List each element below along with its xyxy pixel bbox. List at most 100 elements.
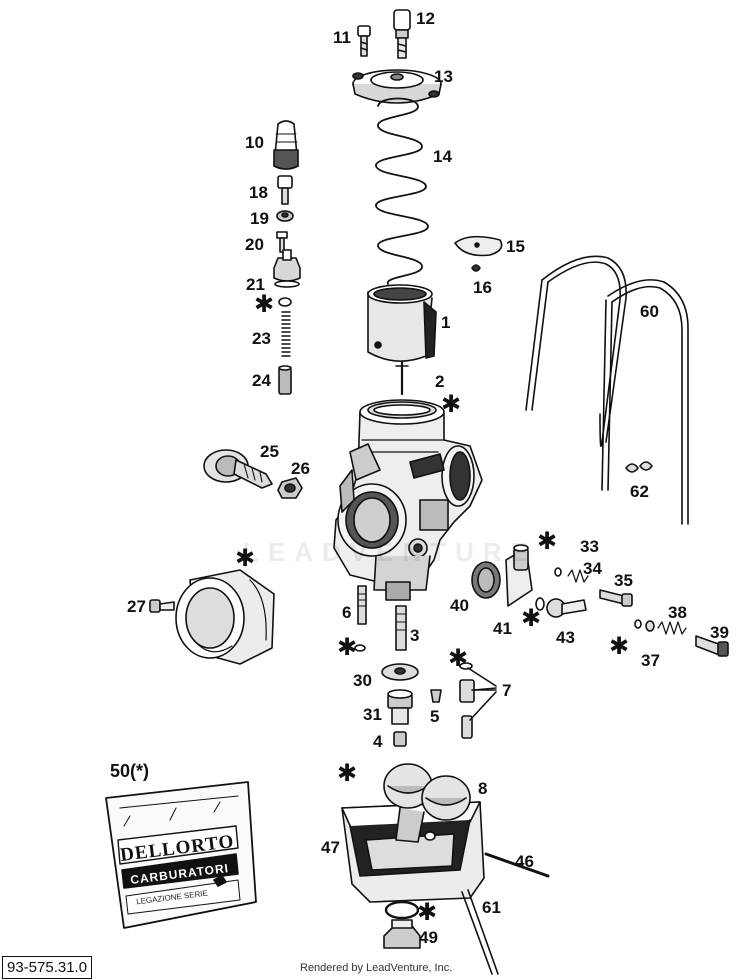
- part-label: 62: [630, 482, 649, 501]
- asterisk-marker: ✱: [235, 544, 256, 572]
- part-31-jet-holder: [387, 689, 413, 725]
- part-label: 30: [353, 671, 372, 690]
- part-label: 11: [333, 28, 351, 47]
- part-12-cable-adjuster: [393, 9, 411, 59]
- part-label: 37: [641, 651, 660, 670]
- part-1-throttle-slide: [367, 284, 437, 362]
- part-label: 10: [245, 133, 264, 152]
- part-16-clip: [471, 264, 481, 272]
- part-label: 13: [434, 67, 453, 86]
- part-15-needle-plate: [454, 235, 503, 257]
- asterisk-marker: ✱: [337, 759, 358, 787]
- part-61-drain-tube: [461, 889, 499, 975]
- part-37-washer: [645, 620, 655, 632]
- part-label: 4: [373, 732, 383, 751]
- part-49-o-ring: [384, 900, 420, 920]
- part-10-rubber-cap: [273, 120, 299, 170]
- part-label: 15: [506, 237, 525, 256]
- part-11-screw: [357, 25, 371, 57]
- part-35-screw: [599, 589, 633, 607]
- part-label: 49: [419, 928, 438, 947]
- part-5-pilot-jet: [430, 689, 442, 703]
- part-6-jet: [357, 585, 367, 625]
- part-39-screw: [695, 635, 729, 657]
- part-label: 16: [473, 278, 492, 297]
- part-27-screw: [149, 599, 175, 613]
- part-label: 39: [710, 623, 729, 642]
- part-43-screw: [546, 598, 587, 618]
- part-label: 34: [583, 559, 602, 578]
- part-label: 31: [363, 705, 382, 724]
- part-label: 8: [478, 779, 488, 798]
- part-label: 35: [614, 571, 633, 590]
- part-62-hose-clips: [625, 461, 653, 473]
- part-38-spring: [657, 621, 687, 635]
- part-label: 47: [321, 838, 340, 857]
- part-label: 61: [482, 898, 501, 917]
- part-label: 1: [441, 313, 451, 332]
- bag-label: 50(*): [110, 761, 150, 781]
- part-19-nut: [276, 210, 294, 222]
- part-label: 19: [250, 209, 269, 228]
- part-label: 25: [260, 442, 279, 461]
- part-46-float-pin: [484, 852, 550, 878]
- asterisk-marker: ✱: [448, 644, 469, 672]
- part-20-small-screw: [276, 231, 288, 253]
- part-label: 26: [291, 459, 310, 478]
- part-label: 40: [450, 596, 469, 615]
- part-air-intake-bell: [175, 569, 275, 665]
- part-33-o-ring: [554, 567, 562, 577]
- part-label: 18: [249, 183, 268, 202]
- part-50-gasket-bag: [105, 781, 257, 929]
- part-23-spring: [281, 311, 291, 357]
- part-37-o-ring: [634, 619, 642, 629]
- part-label: 6: [342, 603, 352, 622]
- part-carburetor-body: [333, 399, 483, 601]
- part-label: 46: [515, 852, 534, 871]
- part-13-top-cap: [352, 69, 442, 104]
- part-label: 7: [502, 681, 512, 700]
- part-label: 12: [416, 9, 435, 28]
- part-24-plunger: [278, 365, 292, 395]
- part-label: 60: [640, 302, 659, 321]
- part-label: 27: [127, 597, 146, 616]
- part-34-spring: [567, 569, 589, 583]
- part-30-washer: [381, 663, 419, 681]
- asterisk-marker: ✱: [254, 290, 275, 318]
- part-label: 43: [556, 628, 575, 647]
- part-label: 41: [493, 619, 512, 638]
- part-40-diaphragm: [471, 561, 501, 599]
- part-label: 23: [252, 329, 271, 348]
- watermark: LEADVENTURE: [243, 537, 538, 567]
- part-7-fittings: [459, 662, 497, 739]
- part-label: 38: [668, 603, 687, 622]
- asterisk-marker: ✱: [337, 633, 358, 661]
- part-o-ring-6: [354, 644, 366, 652]
- part-label: 24: [252, 371, 271, 390]
- part-49-drain-plug: [383, 919, 421, 949]
- part-label: 5: [430, 707, 440, 726]
- part-8-floats: [383, 763, 471, 843]
- asterisk-marker: ✱: [417, 898, 438, 926]
- part-o-ring-small: [278, 297, 292, 307]
- part-25-idle-screw: [203, 449, 273, 489]
- part-label: 20: [245, 235, 264, 254]
- part-label: 14: [433, 147, 452, 166]
- asterisk-marker: ✱: [521, 604, 542, 632]
- part-2-jet-needle: [395, 360, 409, 396]
- part-label: 21: [246, 275, 265, 294]
- part-o-ring-43: [535, 597, 545, 611]
- asterisk-marker: ✱: [441, 390, 462, 418]
- part-18-screw: [277, 175, 293, 205]
- part-label: 2: [435, 372, 445, 391]
- part-4-main-jet: [393, 731, 407, 747]
- render-credit: Rendered by LeadVenture, Inc.: [300, 962, 453, 974]
- part-label: 3: [410, 626, 420, 645]
- part-60-vent-tubes: [525, 255, 689, 525]
- part-label: 33: [580, 537, 599, 556]
- asterisk-marker: ✱: [609, 632, 630, 660]
- asterisk-marker: ✱: [537, 527, 558, 555]
- document-number: 93-575.31.0: [2, 956, 93, 979]
